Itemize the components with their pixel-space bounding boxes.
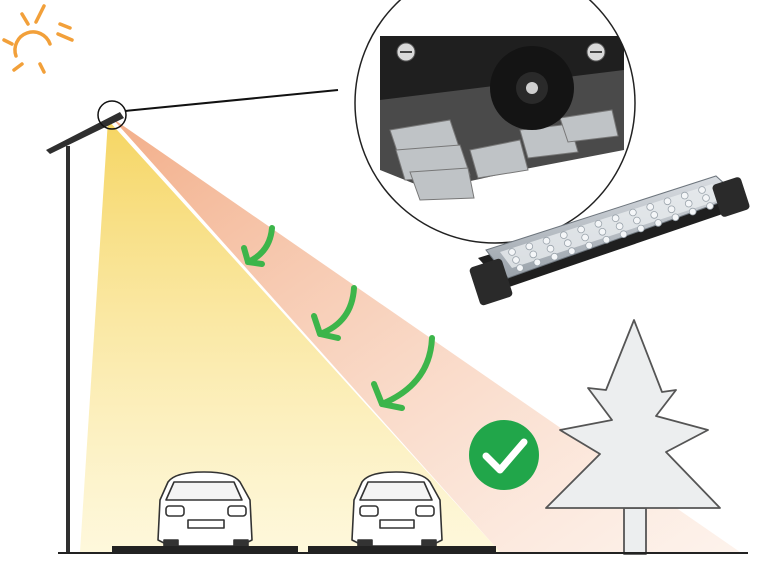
led-chip [529, 250, 538, 259]
led-chip [663, 197, 672, 206]
led-module [469, 175, 750, 306]
led-chip [577, 225, 585, 234]
led-chip [646, 203, 654, 211]
led-chip [581, 233, 589, 242]
led-chip [533, 258, 542, 267]
led-chip [684, 199, 693, 208]
led-chip [525, 242, 534, 251]
led-chip [508, 248, 516, 256]
led-chip [512, 256, 520, 264]
led-chip [550, 252, 559, 261]
ground [58, 546, 748, 554]
led-chip [633, 216, 641, 225]
led-chip [585, 241, 593, 250]
led-chip [516, 264, 524, 272]
led-chip [702, 194, 710, 202]
led-chip [680, 191, 689, 200]
led-chip [567, 247, 576, 255]
car-icon [157, 471, 443, 551]
led-chip [611, 214, 620, 223]
curved-arrow-icon [241, 225, 435, 411]
led-chip [629, 208, 637, 217]
led-chip [650, 211, 658, 219]
led-chip [671, 213, 680, 222]
led-chip [654, 219, 662, 227]
sun-icon [2, 4, 74, 74]
led-chip [688, 207, 697, 216]
check-circle-icon [469, 420, 539, 490]
led-chip [602, 236, 611, 244]
street-pole [46, 112, 124, 554]
led-chip [563, 239, 572, 247]
led-chip [667, 205, 676, 214]
led-chip [637, 224, 645, 233]
led-chip [698, 186, 706, 194]
zoom-circle [354, 0, 636, 244]
car-right [351, 471, 443, 551]
zoom-callout [97, 89, 339, 130]
led-chip [559, 231, 568, 239]
led-chip [598, 228, 607, 236]
led-chip [546, 244, 555, 253]
car-left [157, 471, 253, 551]
led-chip [706, 202, 714, 210]
led-chip [542, 236, 551, 245]
led-chip [615, 222, 624, 231]
led-chip [594, 220, 603, 228]
led-array [508, 186, 714, 272]
led-chip [619, 230, 628, 239]
